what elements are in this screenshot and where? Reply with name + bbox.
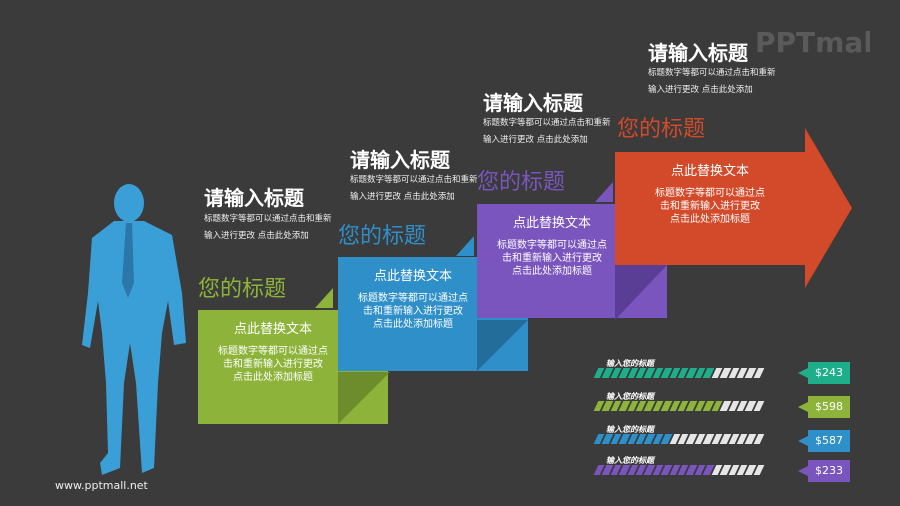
step-3-fold: [595, 182, 613, 202]
progress-bar: [593, 434, 765, 444]
step-1-subtitle: 您的标题: [198, 277, 287, 302]
step-4-subtitle: 您的标题: [617, 117, 706, 142]
value-tag: $587: [798, 430, 850, 452]
step-3-box-text: 标题数字等都可以通过点击和重新输入进行更改 点击此处添加标题: [497, 240, 607, 277]
step-2-subtitle: 您的标题: [338, 224, 427, 249]
value-tag: $598: [798, 396, 850, 418]
step-3-shadow: [615, 265, 667, 320]
step-3-desc: 标题数字等都可以通过点击和重新输入进行更改 点击此处添加: [483, 118, 611, 145]
svg-text:PPTmall: PPTmall: [755, 26, 870, 59]
step-1-shadow: [338, 372, 390, 424]
step-3-box-title: 点此替换文本: [512, 216, 591, 231]
value-tag: $233: [798, 460, 850, 482]
bar-label: 输入您的标题: [606, 359, 654, 368]
step-1-fold: [315, 288, 333, 308]
step-1-heading: 请输入标题: [204, 186, 304, 210]
step-2-fold: [456, 236, 474, 256]
step-4-box-title: 点此替换文本: [670, 164, 749, 179]
step-1-box-title: 点此替换文本: [233, 322, 312, 337]
step-4-box-text: 标题数字等都可以通过点击和重新输入进行更改 点击此处添加标题: [655, 188, 765, 225]
step-2-box-text: 标题数字等都可以通过点击和重新输入进行更改 点击此处添加标题: [358, 293, 468, 330]
step-4-heading: 请输入标题: [648, 41, 748, 65]
value-tag: $243: [798, 362, 850, 384]
step-4-arrow: [615, 128, 852, 288]
step-4-desc: 标题数字等都可以通过点击和重新输入进行更改 点击此处添加: [648, 68, 776, 95]
step-3-subtitle: 您的标题: [477, 170, 566, 195]
bar-label: 输入您的标题: [606, 392, 654, 401]
step-2-heading: 请输入标题: [350, 148, 450, 172]
step-2-shadow: [477, 320, 528, 371]
step-4-box[interactable]: 点此替换文本 标题数字等都可以通过点击和重新输入进行更改 点击此处添加标题: [615, 152, 805, 266]
progress-bar: [593, 368, 765, 378]
progress-bar: [593, 401, 765, 411]
progress-bar: [593, 465, 765, 475]
website-url[interactable]: www.pptmall.net: [55, 479, 148, 492]
step-1-box-text: 标题数字等都可以通过点击和重新输入进行更改 点击此处添加标题: [218, 346, 328, 383]
bar-label: 输入您的标题: [606, 456, 654, 465]
step-2-desc: 标题数字等都可以通过点击和重新输入进行更改 点击此处添加: [350, 175, 478, 202]
bar-label: 输入您的标题: [606, 425, 654, 434]
pptmall-logo: PPTmall: [755, 26, 870, 59]
step-1-desc: 标题数字等都可以通过点击和重新输入进行更改 点击此处添加: [204, 214, 332, 241]
step-2-box-title: 点此替换文本: [373, 269, 452, 284]
businessman-silhouette-icon: [82, 184, 186, 475]
step-3-heading: 请输入标题: [483, 91, 583, 115]
